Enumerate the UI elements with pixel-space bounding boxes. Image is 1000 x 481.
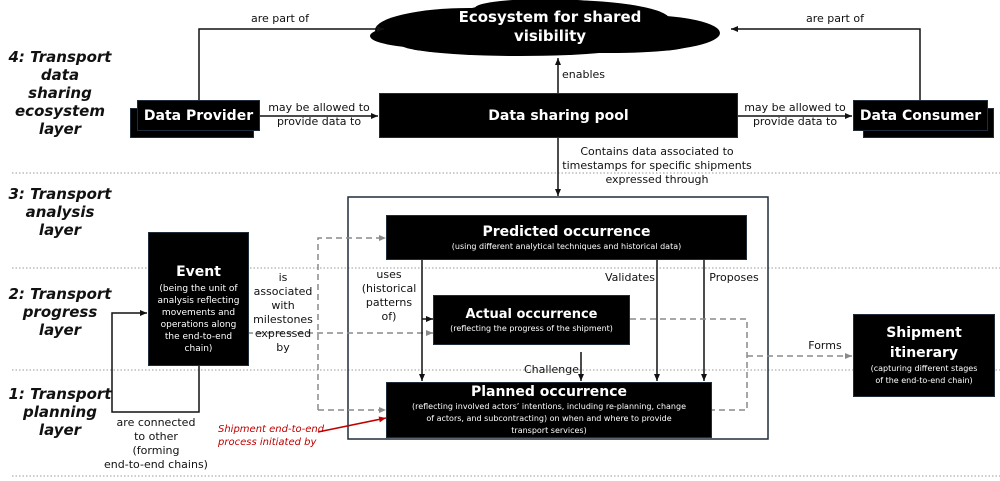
event-title: Event [176, 264, 221, 280]
label-line: uses [376, 268, 402, 281]
planned-sub-line: (reflecting involved actors’ intentions,… [411, 402, 686, 411]
label-line: expressed through [605, 173, 709, 186]
label-line: may be allowed to [268, 101, 370, 114]
event-node: Event (being the unit of analysis reflec… [148, 232, 249, 366]
data-consumer-node: Data Consumer [853, 100, 988, 131]
layer-label-line: data [40, 66, 80, 84]
itinerary-sub-line: (capturing different stages [870, 364, 978, 373]
layer-label-line: layer [38, 221, 82, 239]
event-sub-line: chain) [184, 344, 213, 354]
label-line: is [278, 271, 288, 284]
label-provider-to-pool: may be allowed to provide data to [258, 101, 380, 129]
label-forms: Forms [808, 339, 842, 352]
itinerary-sub-line: of the end-to-end chain) [875, 376, 973, 385]
edge-initiated [317, 416, 387, 433]
label-line: Shipment end-to-end [218, 424, 325, 435]
planned-sub-line: of actors, and subcontracting) on when a… [426, 414, 672, 423]
layer-label-line: layer [38, 421, 82, 439]
planned-sub-line: transport services) [511, 426, 587, 435]
layer-label-2: 2: Transport progress layer [8, 285, 112, 339]
data-provider-title: Data Provider [143, 107, 254, 124]
label-line: timestamps for specific shipments [562, 159, 752, 172]
edge-milestones-predicted [317, 235, 386, 410]
label-proposes: Proposes [709, 271, 759, 284]
label-line: end-to-end chains) [104, 458, 208, 471]
label-challenge: Challenge [524, 363, 579, 376]
actual-sub: (reflecting the progress of the shipment… [450, 324, 613, 333]
actual-occurrence-node: Actual occurrence (reflecting the progre… [433, 295, 630, 345]
predicted-occurrence-node: Predicted occurrence (using different an… [386, 215, 747, 260]
label-line: by [276, 341, 290, 354]
label-line: provide data to [752, 115, 838, 128]
itinerary-title-line: Shipment [886, 325, 962, 341]
occurrence-container [347, 196, 769, 440]
label-initiated: Shipment end-to-end process initiated by [218, 423, 328, 449]
layer-label-line: ecosystem [15, 102, 105, 120]
predicted-sub: (using different analytical techniques a… [451, 242, 682, 251]
shipment-itinerary-node: Shipment itinerary (capturing different … [853, 314, 995, 397]
layer-label-line: progress [22, 303, 98, 321]
label-line: to other [134, 430, 178, 443]
data-consumer-title: Data Consumer [859, 107, 982, 124]
layer-label-line: layer [38, 321, 82, 339]
event-sub-line: operations along [160, 320, 237, 330]
edge-consumer-part-of [731, 26, 921, 100]
event-sub-line: movements and [161, 308, 236, 318]
label-line: may be allowed to [744, 101, 846, 114]
edge-event-connected [111, 310, 200, 413]
label-provider-part-of: are part of [251, 12, 309, 25]
layer-label-line: 3: Transport [8, 185, 112, 203]
ecosystem-title-line: visibility [513, 27, 587, 45]
ecosystem-title-line: Ecosystem for shared [458, 8, 642, 26]
layer-label-line: 4: Transport [8, 48, 112, 66]
label-validates: Validates [604, 271, 655, 284]
layer-label-line: 2: Transport [8, 285, 112, 303]
ecosystem-node: Ecosystem for shared visibility [430, 8, 670, 46]
label-line: (historical [361, 282, 417, 295]
label-line: are connected [116, 416, 196, 429]
label-event-milestones: is associated with milestones expressed … [250, 271, 316, 355]
layer-label-1: 1: Transport planning layer [8, 385, 112, 439]
layer-label-line: layer [38, 120, 82, 138]
label-uses: uses (historical patterns of) [358, 268, 420, 324]
event-sub-line: (being the unit of [159, 284, 238, 294]
label-line: process initiated by [218, 437, 317, 448]
layer-label-line: analysis [25, 203, 95, 221]
label-contains: Contains data associated to timestamps f… [562, 145, 752, 187]
label-enables: enables [562, 68, 606, 81]
layer-label-3: 3: Transport analysis layer [8, 185, 112, 239]
layer-label-4: 4: Transport data sharing ecosystem laye… [8, 48, 112, 138]
label-pool-to-consumer: may be allowed to provide data to [737, 101, 853, 129]
edge-actual-to-itinerary [630, 318, 748, 411]
planned-occurrence-node: Planned occurrence (reflecting involved … [386, 382, 712, 438]
layer-label-line: 1: Transport [8, 385, 112, 403]
edge-provider-part-of [198, 26, 384, 100]
label-line: associated [253, 285, 313, 298]
label-line: (forming [132, 444, 180, 457]
ecosystem-cloud-shape [370, 0, 720, 56]
event-sub-line: the end-to-end [164, 332, 233, 342]
data-sharing-pool-title: Data sharing pool [488, 107, 629, 124]
layer-label-line: sharing [28, 84, 92, 102]
label-line: with [271, 299, 295, 312]
actual-title: Actual occurrence [465, 307, 598, 322]
label-line: provide data to [276, 115, 362, 128]
data-sharing-pool-node: Data sharing pool [379, 93, 738, 138]
itinerary-title-line: itinerary [889, 345, 959, 361]
predicted-title: Predicted occurrence [482, 224, 651, 240]
event-sub-line: analysis reflecting [157, 296, 240, 306]
label-line: milestones [253, 313, 313, 326]
data-provider-node: Data Provider [137, 100, 260, 131]
label-line: expressed [254, 327, 312, 340]
planned-title: Planned occurrence [470, 384, 628, 400]
label-connected: are connected to other (forming end-to-e… [100, 416, 212, 472]
label-consumer-part-of: are part of [806, 12, 864, 25]
layer-label-line: planning [23, 403, 97, 421]
label-line: Contains data associated to [580, 145, 734, 158]
label-line: patterns of) [365, 296, 413, 323]
